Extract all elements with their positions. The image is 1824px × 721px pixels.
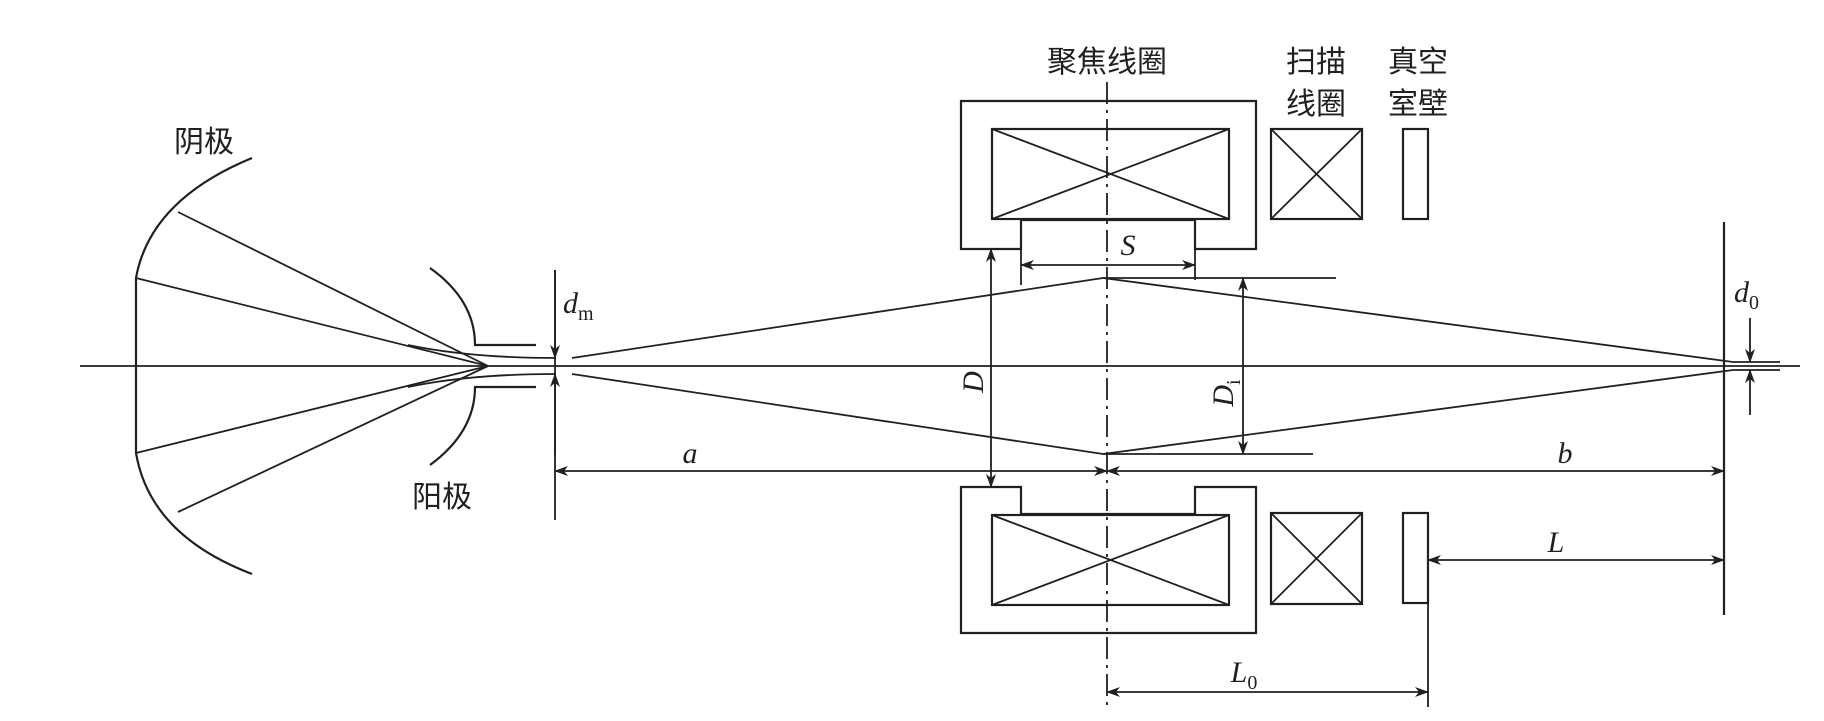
scan-coil-label-2: 线圈 [1286, 87, 1346, 122]
focus-coil-label: 聚焦线圈 [1047, 45, 1167, 80]
vacuum-wall-label-1: 真空 [1388, 45, 1448, 80]
scan-coil-label-1: 扫描 [1286, 45, 1346, 80]
cathode-surface [134, 156, 253, 576]
vacuum-wall-upper [1401, 127, 1430, 221]
focus-coil-upper [959, 99, 1258, 251]
vacuum-wall-lower [1401, 511, 1430, 605]
beam-envelope [571, 277, 1780, 455]
anode [429, 267, 536, 466]
anode-label: 阳极 [412, 480, 472, 515]
vacuum-wall-label-2: 室壁 [1388, 87, 1448, 122]
l0-label: L0 [1230, 656, 1258, 694]
focus-coil-lower [959, 485, 1258, 635]
l-label: L [1547, 526, 1565, 559]
di-label: Di [1207, 379, 1245, 408]
s-label: S [1121, 229, 1136, 262]
b-label: b [1558, 437, 1573, 470]
d-label: D [957, 371, 990, 394]
scan-coil-lower [1269, 511, 1364, 606]
beam-crossover [407, 344, 557, 388]
dm-label: dm [563, 287, 594, 325]
cathode-label: 阴极 [174, 125, 234, 160]
a-label: a [683, 437, 698, 470]
d0-label: d0 [1734, 276, 1759, 314]
cathode-rays [135, 211, 489, 513]
scan-coil-upper [1269, 127, 1364, 221]
